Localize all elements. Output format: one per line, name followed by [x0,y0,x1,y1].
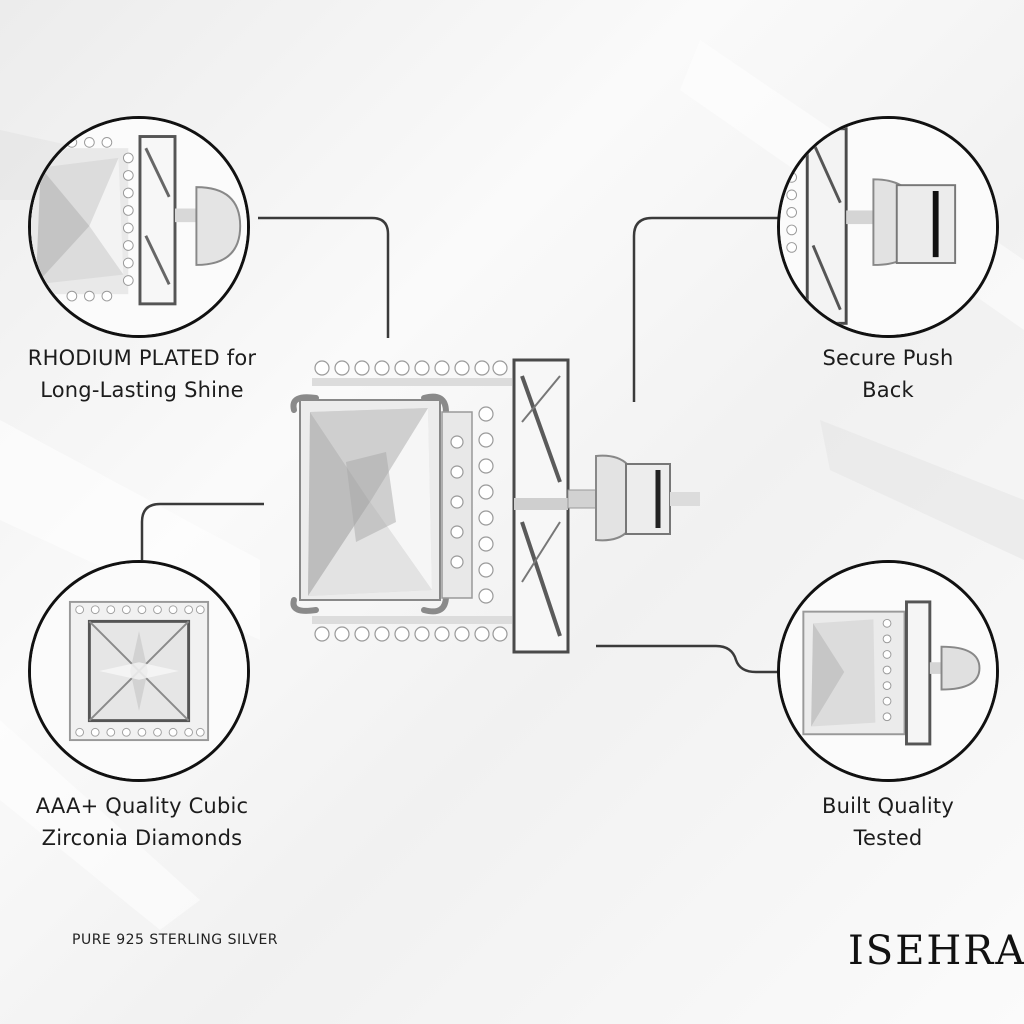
material-note: PURE 925 STERLING SILVER [72,932,279,948]
detail-circle-bottom-right [777,560,999,782]
push-back-image [780,119,996,335]
feature-label-rhodium: RHODIUM PLATED for Long-Lasting Shine [27,346,257,402]
feature-label-cubic-zirconia: AAA+ Quality Cubic Zirconia Diamonds [35,794,249,850]
halo-stones-top [314,360,508,376]
detail-circle-top-right [777,116,999,338]
brand-logo: ISEHRA [848,928,1024,974]
princess-cut-top-view-image [31,563,247,779]
earring-quality-image [780,563,996,779]
halo-stones-bottom [314,626,508,642]
detail-circle-top-left [28,116,250,338]
feature-label-push-back: Secure Push Back [822,346,954,402]
halo-stones-side [450,406,494,604]
feature-label-built-quality: Built Quality Tested [822,794,954,850]
earring-product-image [290,358,700,654]
earring-side-view-image [31,119,247,335]
detail-circle-bottom-left [28,560,250,782]
